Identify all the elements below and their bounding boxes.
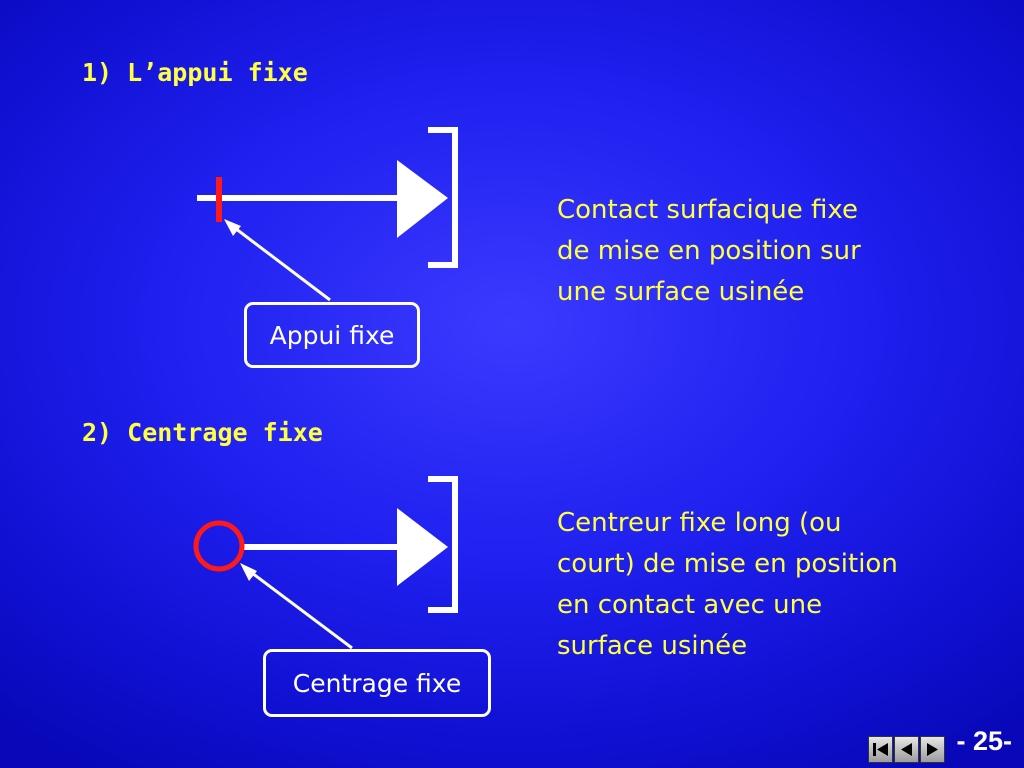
centrage-fixe-label: Centrage fixe [263, 649, 491, 717]
nav-back-icon [901, 743, 912, 756]
nav-first-icon [873, 743, 888, 756]
description-line: surface usinée [557, 631, 748, 661]
page-number: - 25- [956, 726, 1012, 756]
description-line: une surface usinée [557, 277, 805, 307]
nav-first-button[interactable] [868, 736, 893, 763]
nav-forward-button[interactable] [920, 736, 945, 763]
section2-description: Centreur fixe long (ou court) de mise en… [557, 503, 898, 667]
appui-fixe-symbol [197, 127, 458, 302]
description-line: court) de mise en position [557, 549, 898, 579]
nav-back-button[interactable] [894, 736, 919, 763]
nav-forward-icon [927, 743, 938, 756]
slide-navigation [868, 736, 945, 763]
centering-circle [193, 520, 245, 572]
pointer-arrowhead [240, 563, 257, 581]
pointer-line [243, 565, 353, 650]
description-line: de mise en position sur [557, 236, 861, 266]
force-arrowhead [397, 508, 448, 586]
pointer-line [226, 220, 331, 302]
description-line: Centreur fixe long (ou [557, 508, 842, 538]
section1-description: Contact surfacique fixe de mise en posit… [557, 190, 861, 313]
description-line: en contact avec une [557, 590, 823, 620]
appui-fixe-label: Appui fixe [244, 302, 420, 368]
pointer-arrowhead [224, 219, 241, 236]
section1-heading: 1) L’appui fixe [82, 58, 308, 87]
section2-heading: 2) Centrage fixe [82, 418, 323, 447]
force-arrowhead [397, 160, 448, 238]
centrage-fixe-symbol [193, 476, 458, 650]
description-line: Contact surfacique fixe [557, 195, 858, 225]
